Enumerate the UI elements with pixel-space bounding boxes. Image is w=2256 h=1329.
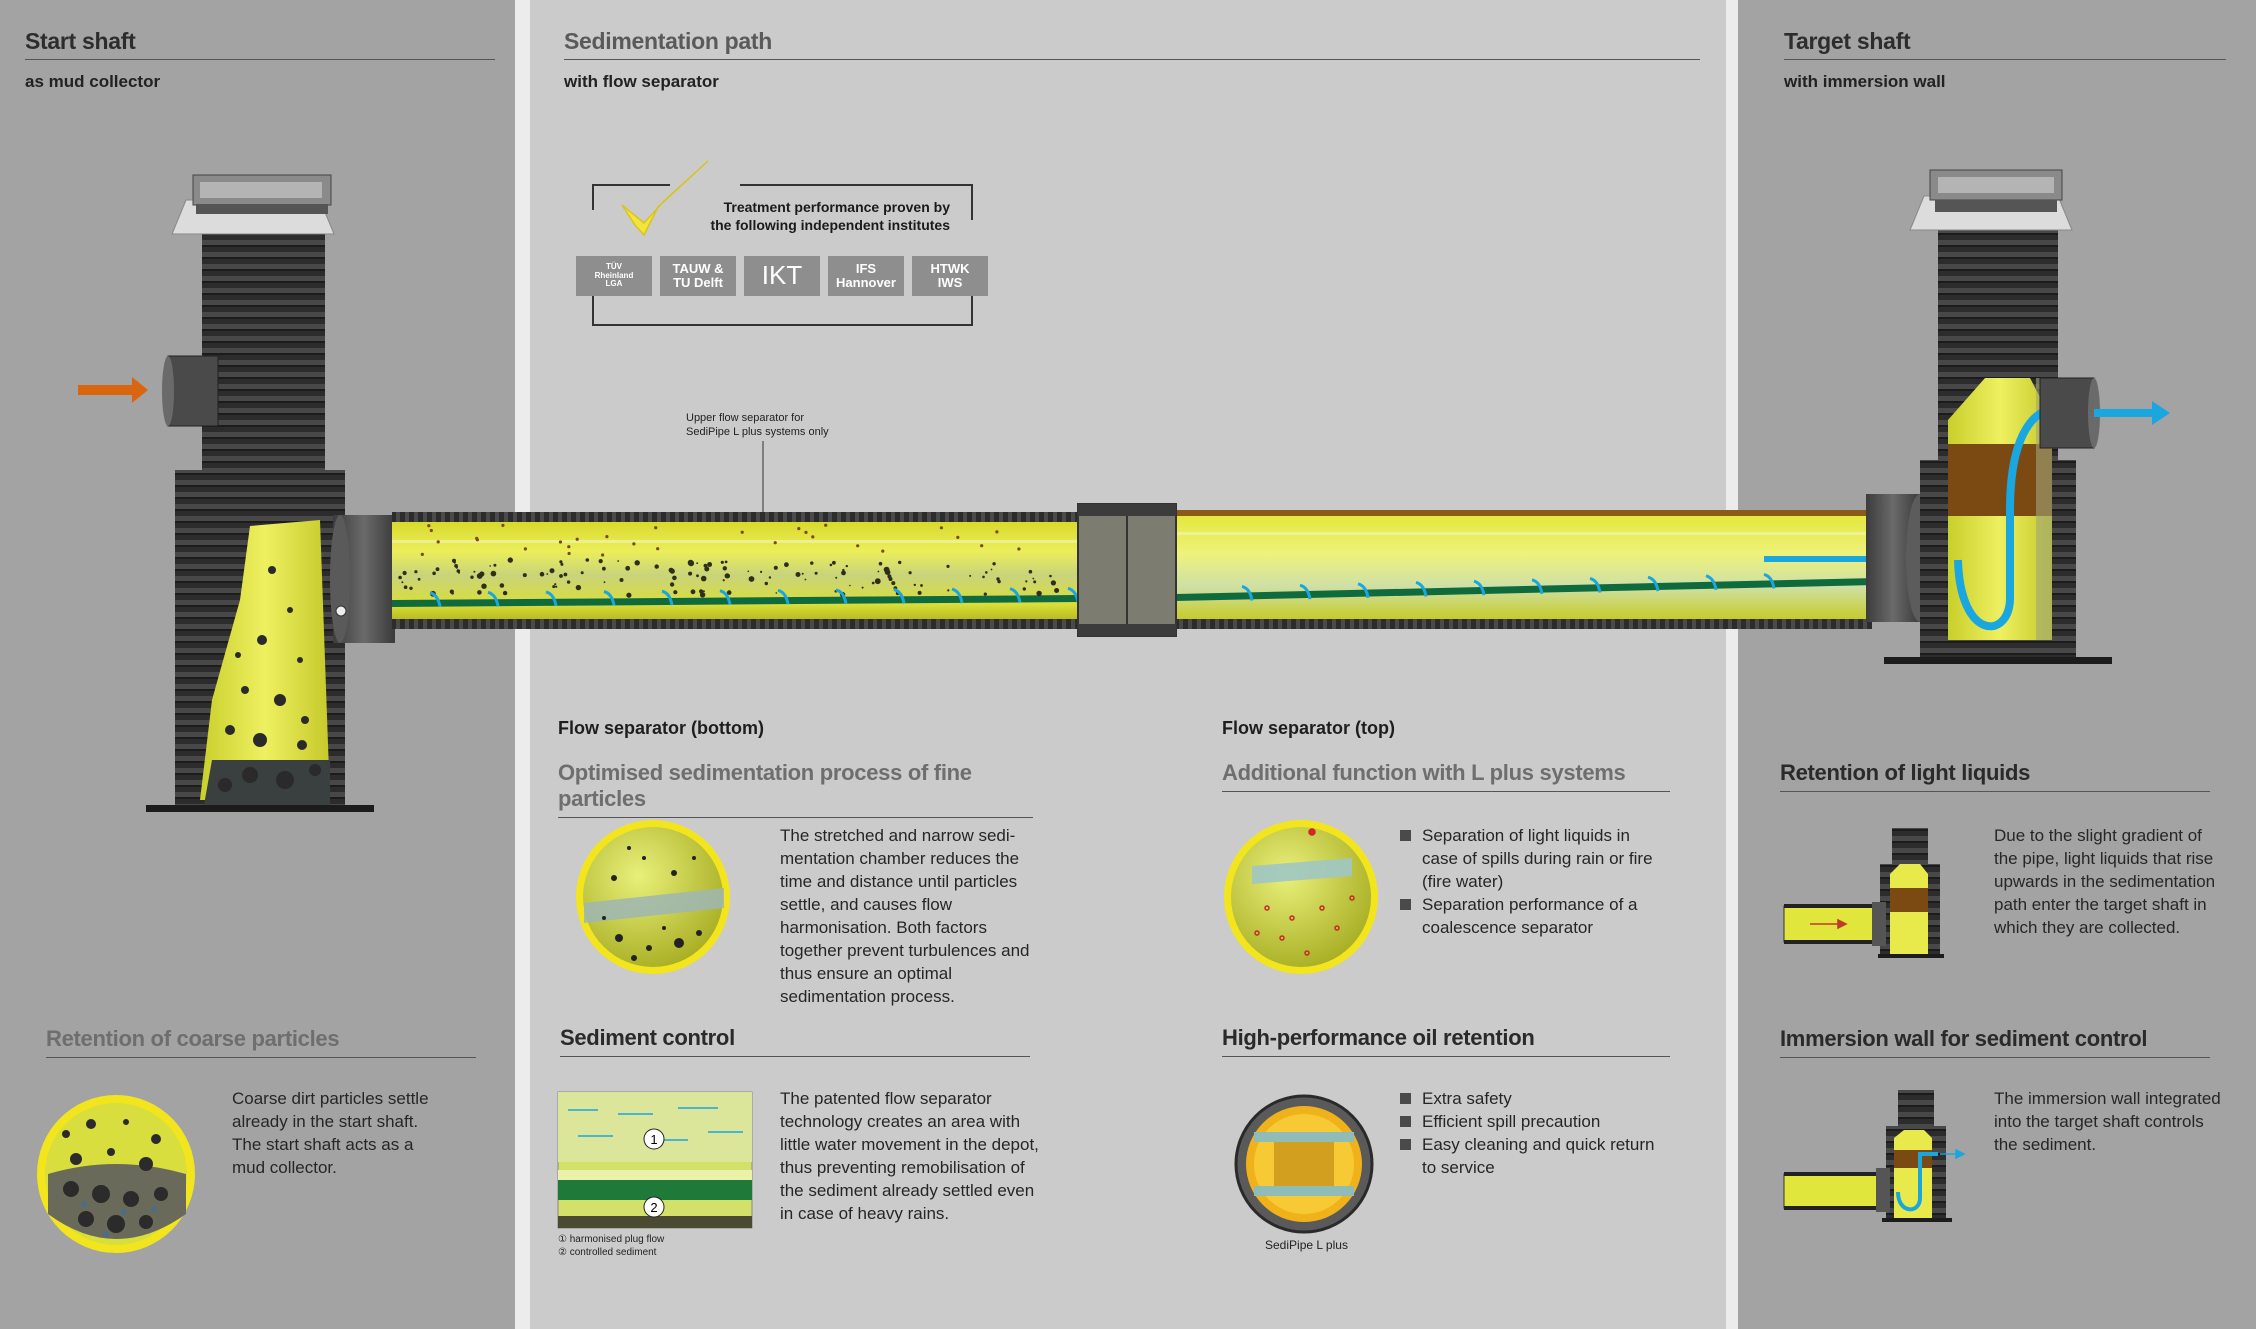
start-shaft-title: Start shaft (25, 28, 495, 60)
upper-separator-note: Upper flow separator for SediPipe L plus… (686, 412, 829, 438)
oil-retention-bullets: Extra safety Efficient spill precaution … (1400, 1087, 1660, 1179)
sedipipe-system-diagram (78, 169, 2170, 812)
target-shaft-title: Target shaft (1784, 28, 2226, 60)
marker-1: 1 (650, 1132, 657, 1147)
coarse-particles-heading: Retention of coarse particles (46, 1026, 476, 1058)
bullet-item: Efficient spill precaution (1400, 1110, 1660, 1133)
panel-divider (1726, 0, 1738, 1329)
checkmark-icon (621, 160, 709, 237)
immersion-wall-shaft-image (1783, 1090, 1966, 1222)
certificate-text: Treatment performance proven by the foll… (710, 199, 950, 233)
l-plus-function-heading: Additional function with L plus systems (1222, 760, 1670, 792)
immersion-wall-heading: Immersion wall for sediment control (1780, 1026, 2210, 1058)
bullet-item: Extra safety (1400, 1087, 1660, 1110)
sedimentation-process-heading: Optimised sedimentation process of fine … (558, 760, 1033, 818)
start-shaft (78, 174, 395, 812)
sedimentation-process-text: The stretched and narrow sedi-mentation … (780, 826, 1030, 1006)
flow-separator-bottom-label: Flow separator (bottom) (558, 718, 764, 738)
certificate-box (592, 160, 973, 326)
outflow-arrow-icon (2094, 401, 2170, 425)
sedimentation-pipe (392, 494, 1934, 637)
panel-divider (515, 0, 530, 1329)
institute-badge: IKT (744, 256, 820, 296)
light-liquids-shaft-image (1783, 828, 1944, 958)
flow-separator-top-label: Flow separator (top) (1222, 718, 1396, 738)
target-shaft-subtitle: with immersion wall (1784, 72, 1946, 91)
sediment-control-diagram: 1 2 (557, 1091, 753, 1229)
sedipipe-cross-section-image (1234, 1094, 1374, 1234)
light-liquids-detail-image (1224, 820, 1378, 974)
institute-badge: TAUW &TU Delft (660, 256, 736, 296)
coarse-particles-text: Coarse dirt particles settle already in … (232, 1089, 429, 1177)
oil-retention-heading: High-performance oil retention (1222, 1025, 1670, 1057)
bullet-item: Separation performance of a coalescence … (1400, 893, 1660, 939)
sedimentation-path-title: Sedimentation path (564, 28, 1700, 60)
coarse-particles-detail-image (37, 1095, 195, 1253)
target-shaft (1884, 169, 2170, 664)
start-shaft-subtitle: as mud collector (25, 72, 161, 91)
light-liquids-text: Due to the slight gradient of the pipe, … (1994, 826, 2216, 937)
marker-2: 2 (650, 1200, 657, 1215)
inflow-arrow-icon (78, 377, 148, 403)
fine-particles-detail-image (576, 820, 730, 974)
sedimentation-path-subtitle: with flow separator (564, 72, 719, 91)
bullet-item: Separation of light liquids in case of s… (1400, 824, 1660, 893)
bullet-item: Easy cleaning and quick return to servic… (1400, 1133, 1660, 1179)
light-liquids-heading: Retention of light liquids (1780, 760, 2210, 792)
sediment-control-text: The patented flow separator technology c… (780, 1089, 1039, 1223)
sediment-control-heading: Sediment control (560, 1025, 1030, 1057)
l-plus-bullets: Separation of light liquids in case of s… (1400, 824, 1660, 939)
cross-section-caption: SediPipe L plus (1265, 1238, 1348, 1252)
sediment-control-legend: ① harmonised plug flow ② controlled sedi… (558, 1234, 665, 1258)
immersion-wall-text: The immersion wall integrated into the t… (1994, 1089, 2221, 1154)
